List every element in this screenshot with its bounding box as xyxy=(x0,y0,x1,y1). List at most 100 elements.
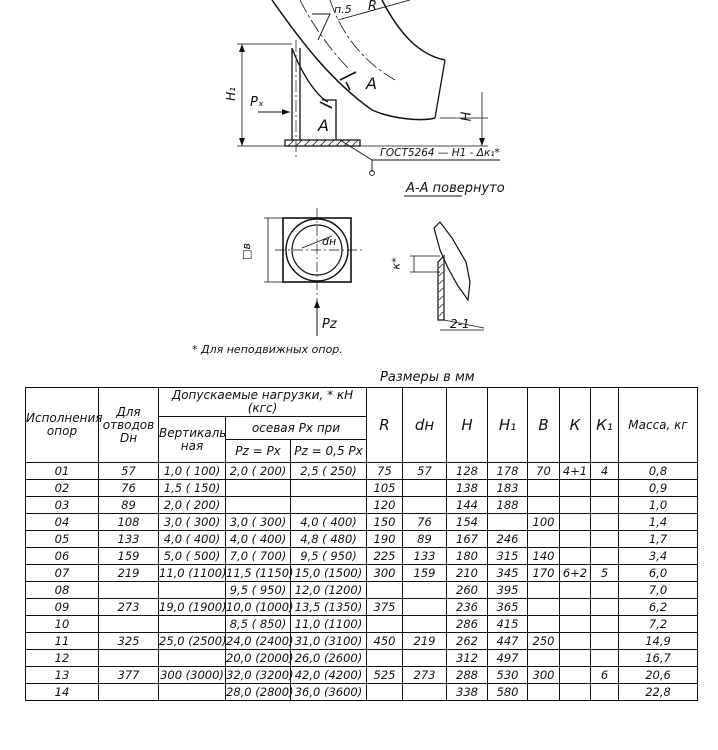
h-dimension-label: H xyxy=(459,111,475,122)
cell-mass: 16,7 xyxy=(618,649,698,667)
cell-vertical: 5,0 ( 500) xyxy=(158,547,226,565)
cell-k1: 4 xyxy=(590,462,619,480)
cell-mass: 1,7 xyxy=(618,530,698,548)
header-dn: Для отводов Dн xyxy=(98,387,159,463)
cell-axial1: 28,0 (2800) xyxy=(225,683,294,701)
cell-axial2: 11,0 (1100) xyxy=(290,615,367,633)
cell-k1 xyxy=(590,547,619,565)
cell-vertical: 1,5 ( 150) xyxy=(158,479,226,497)
cell-variant: 14 xyxy=(25,683,99,701)
cell-h: 167 xyxy=(446,530,488,548)
cell-k1: 6 xyxy=(590,666,619,684)
cell-k xyxy=(559,479,591,497)
cell-h1: 365 xyxy=(487,598,528,616)
cell-k xyxy=(559,598,591,616)
cell-k1 xyxy=(590,632,619,650)
cell-b: 170 xyxy=(527,564,560,582)
cell-axial2: 9,5 ( 950) xyxy=(290,547,367,565)
cell-vertical xyxy=(158,615,226,633)
dn-diameter-label: dн xyxy=(322,235,337,248)
cell-h: 338 xyxy=(446,683,488,701)
cell-dh xyxy=(402,581,447,599)
cell-axial2: 4,0 ( 400) xyxy=(290,513,367,531)
cell-dn: 133 xyxy=(98,530,159,548)
cell-mass: 6,0 xyxy=(618,564,698,582)
cell-axial1: 9,5 ( 950) xyxy=(225,581,291,599)
header-b: B xyxy=(527,387,560,463)
cell-mass: 6,2 xyxy=(618,598,698,616)
cell-b xyxy=(527,683,560,701)
cell-b: 300 xyxy=(527,666,560,684)
cell-dn: 108 xyxy=(98,513,159,531)
cell-dn xyxy=(98,683,159,701)
cell-dh: 159 xyxy=(402,564,447,582)
header-h: H xyxy=(446,387,488,463)
cell-r: 120 xyxy=(366,496,403,514)
cell-h: 138 xyxy=(446,479,488,497)
cell-dn: 219 xyxy=(98,564,159,582)
cell-axial2: 31,0 (3100) xyxy=(290,632,367,650)
cell-axial2: 13,5 (1350) xyxy=(290,598,367,616)
cell-variant: 13 xyxy=(25,666,99,684)
cell-dn: 89 xyxy=(98,496,159,514)
cell-axial1: 2,0 ( 200) xyxy=(225,462,291,480)
cell-axial1: 7,0 ( 700) xyxy=(225,547,291,565)
pz-force-label: Pz xyxy=(322,317,337,332)
header-mass: Масса, кг xyxy=(618,387,698,463)
cell-variant: 02 xyxy=(25,479,99,497)
cell-b xyxy=(527,581,560,599)
cell-h1: 580 xyxy=(487,683,528,701)
cell-k1 xyxy=(590,530,619,548)
cell-r: 375 xyxy=(366,598,403,616)
cell-axial1: 11,5 (1150) xyxy=(225,564,294,582)
cell-variant: 01 xyxy=(25,462,99,480)
cell-h: 210 xyxy=(446,564,488,582)
cell-h1: 178 xyxy=(487,462,528,480)
cell-k xyxy=(559,632,591,650)
cell-b xyxy=(527,530,560,548)
cell-dn: 76 xyxy=(98,479,159,497)
cell-axial1 xyxy=(225,479,291,497)
cell-h1: 497 xyxy=(487,649,528,667)
cell-h: 312 xyxy=(446,649,488,667)
cell-k1 xyxy=(590,513,619,531)
cell-h: 144 xyxy=(446,496,488,514)
cell-k: 4+1 xyxy=(559,462,591,480)
footnote: * Для неподвижных опор. xyxy=(192,343,343,356)
cell-dn xyxy=(98,615,159,633)
cell-dh: 273 xyxy=(402,666,447,684)
cell-r xyxy=(366,615,403,633)
square-b-label: □в xyxy=(239,243,253,260)
cell-r: 525 xyxy=(366,666,403,684)
cell-axial2 xyxy=(290,479,367,497)
cell-k: 6+2 xyxy=(559,564,591,582)
cell-vertical: 1,0 ( 100) xyxy=(158,462,226,480)
cell-dh xyxy=(402,649,447,667)
cell-k1 xyxy=(590,615,619,633)
cell-axial1: 4,0 ( 400) xyxy=(225,530,291,548)
cell-axial2: 2,5 ( 250) xyxy=(290,462,367,480)
cell-k xyxy=(559,649,591,667)
cell-dn: 159 xyxy=(98,547,159,565)
cell-mass: 7,2 xyxy=(618,615,698,633)
cell-variant: 03 xyxy=(25,496,99,514)
header-pz-eq-px: Pz = Pх xyxy=(225,439,291,463)
cell-h1: 530 xyxy=(487,666,528,684)
cell-dh xyxy=(402,598,447,616)
radius-label: R xyxy=(368,0,378,14)
cell-axial1: 24,0 (2400) xyxy=(225,632,294,650)
cell-variant: 11 xyxy=(25,632,99,650)
cell-r xyxy=(366,649,403,667)
cell-dh xyxy=(402,615,447,633)
cell-axial2: 15,0 (1500) xyxy=(290,564,367,582)
cell-b xyxy=(527,479,560,497)
cell-dh xyxy=(402,496,447,514)
cell-k xyxy=(559,547,591,565)
